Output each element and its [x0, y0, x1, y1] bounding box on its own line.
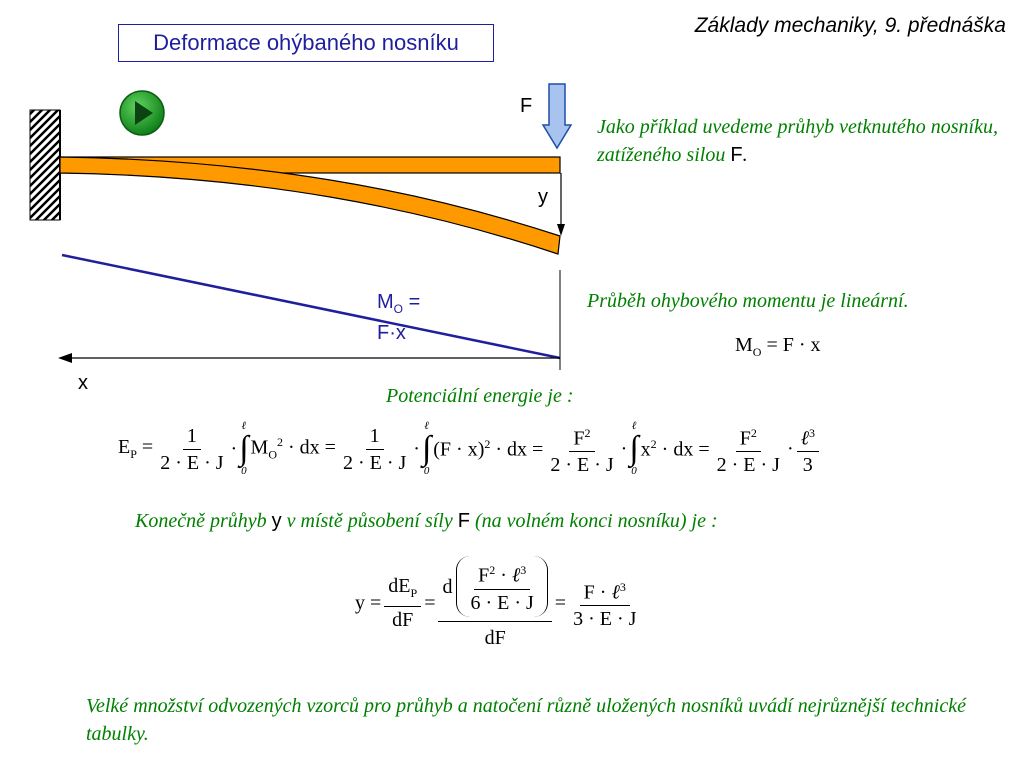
beam-diagram [29, 83, 573, 370]
energy-text: Potenciální energie je : [386, 385, 574, 407]
force-arrow [541, 83, 573, 150]
final-text: Konečně průhyb y v místě působení síly F… [135, 510, 718, 532]
deflection-label: y [538, 186, 548, 208]
play-button[interactable] [118, 89, 166, 137]
force-label: F [520, 95, 533, 117]
play-icon [119, 90, 165, 136]
footer-text: Velké množství odvozených vzorců pro prů… [86, 695, 966, 745]
moment-formula: MO = F · x [735, 334, 821, 359]
wall-support [29, 109, 61, 221]
moment-label: MO =F·x [377, 291, 421, 344]
x-axis-label: x [78, 372, 88, 394]
moment-linear-text: Průběh ohybového momentu je lineární. [587, 290, 909, 312]
moment-line [61, 253, 561, 360]
intro-text: Jako příklad uvedeme průhyb vetknutého n… [597, 116, 998, 166]
beam-deformed [59, 156, 561, 255]
course-title: Základy mechaniky, 9. přednáška [694, 14, 1006, 37]
slide-title: Deformace ohýbaného nosníku [118, 24, 494, 62]
